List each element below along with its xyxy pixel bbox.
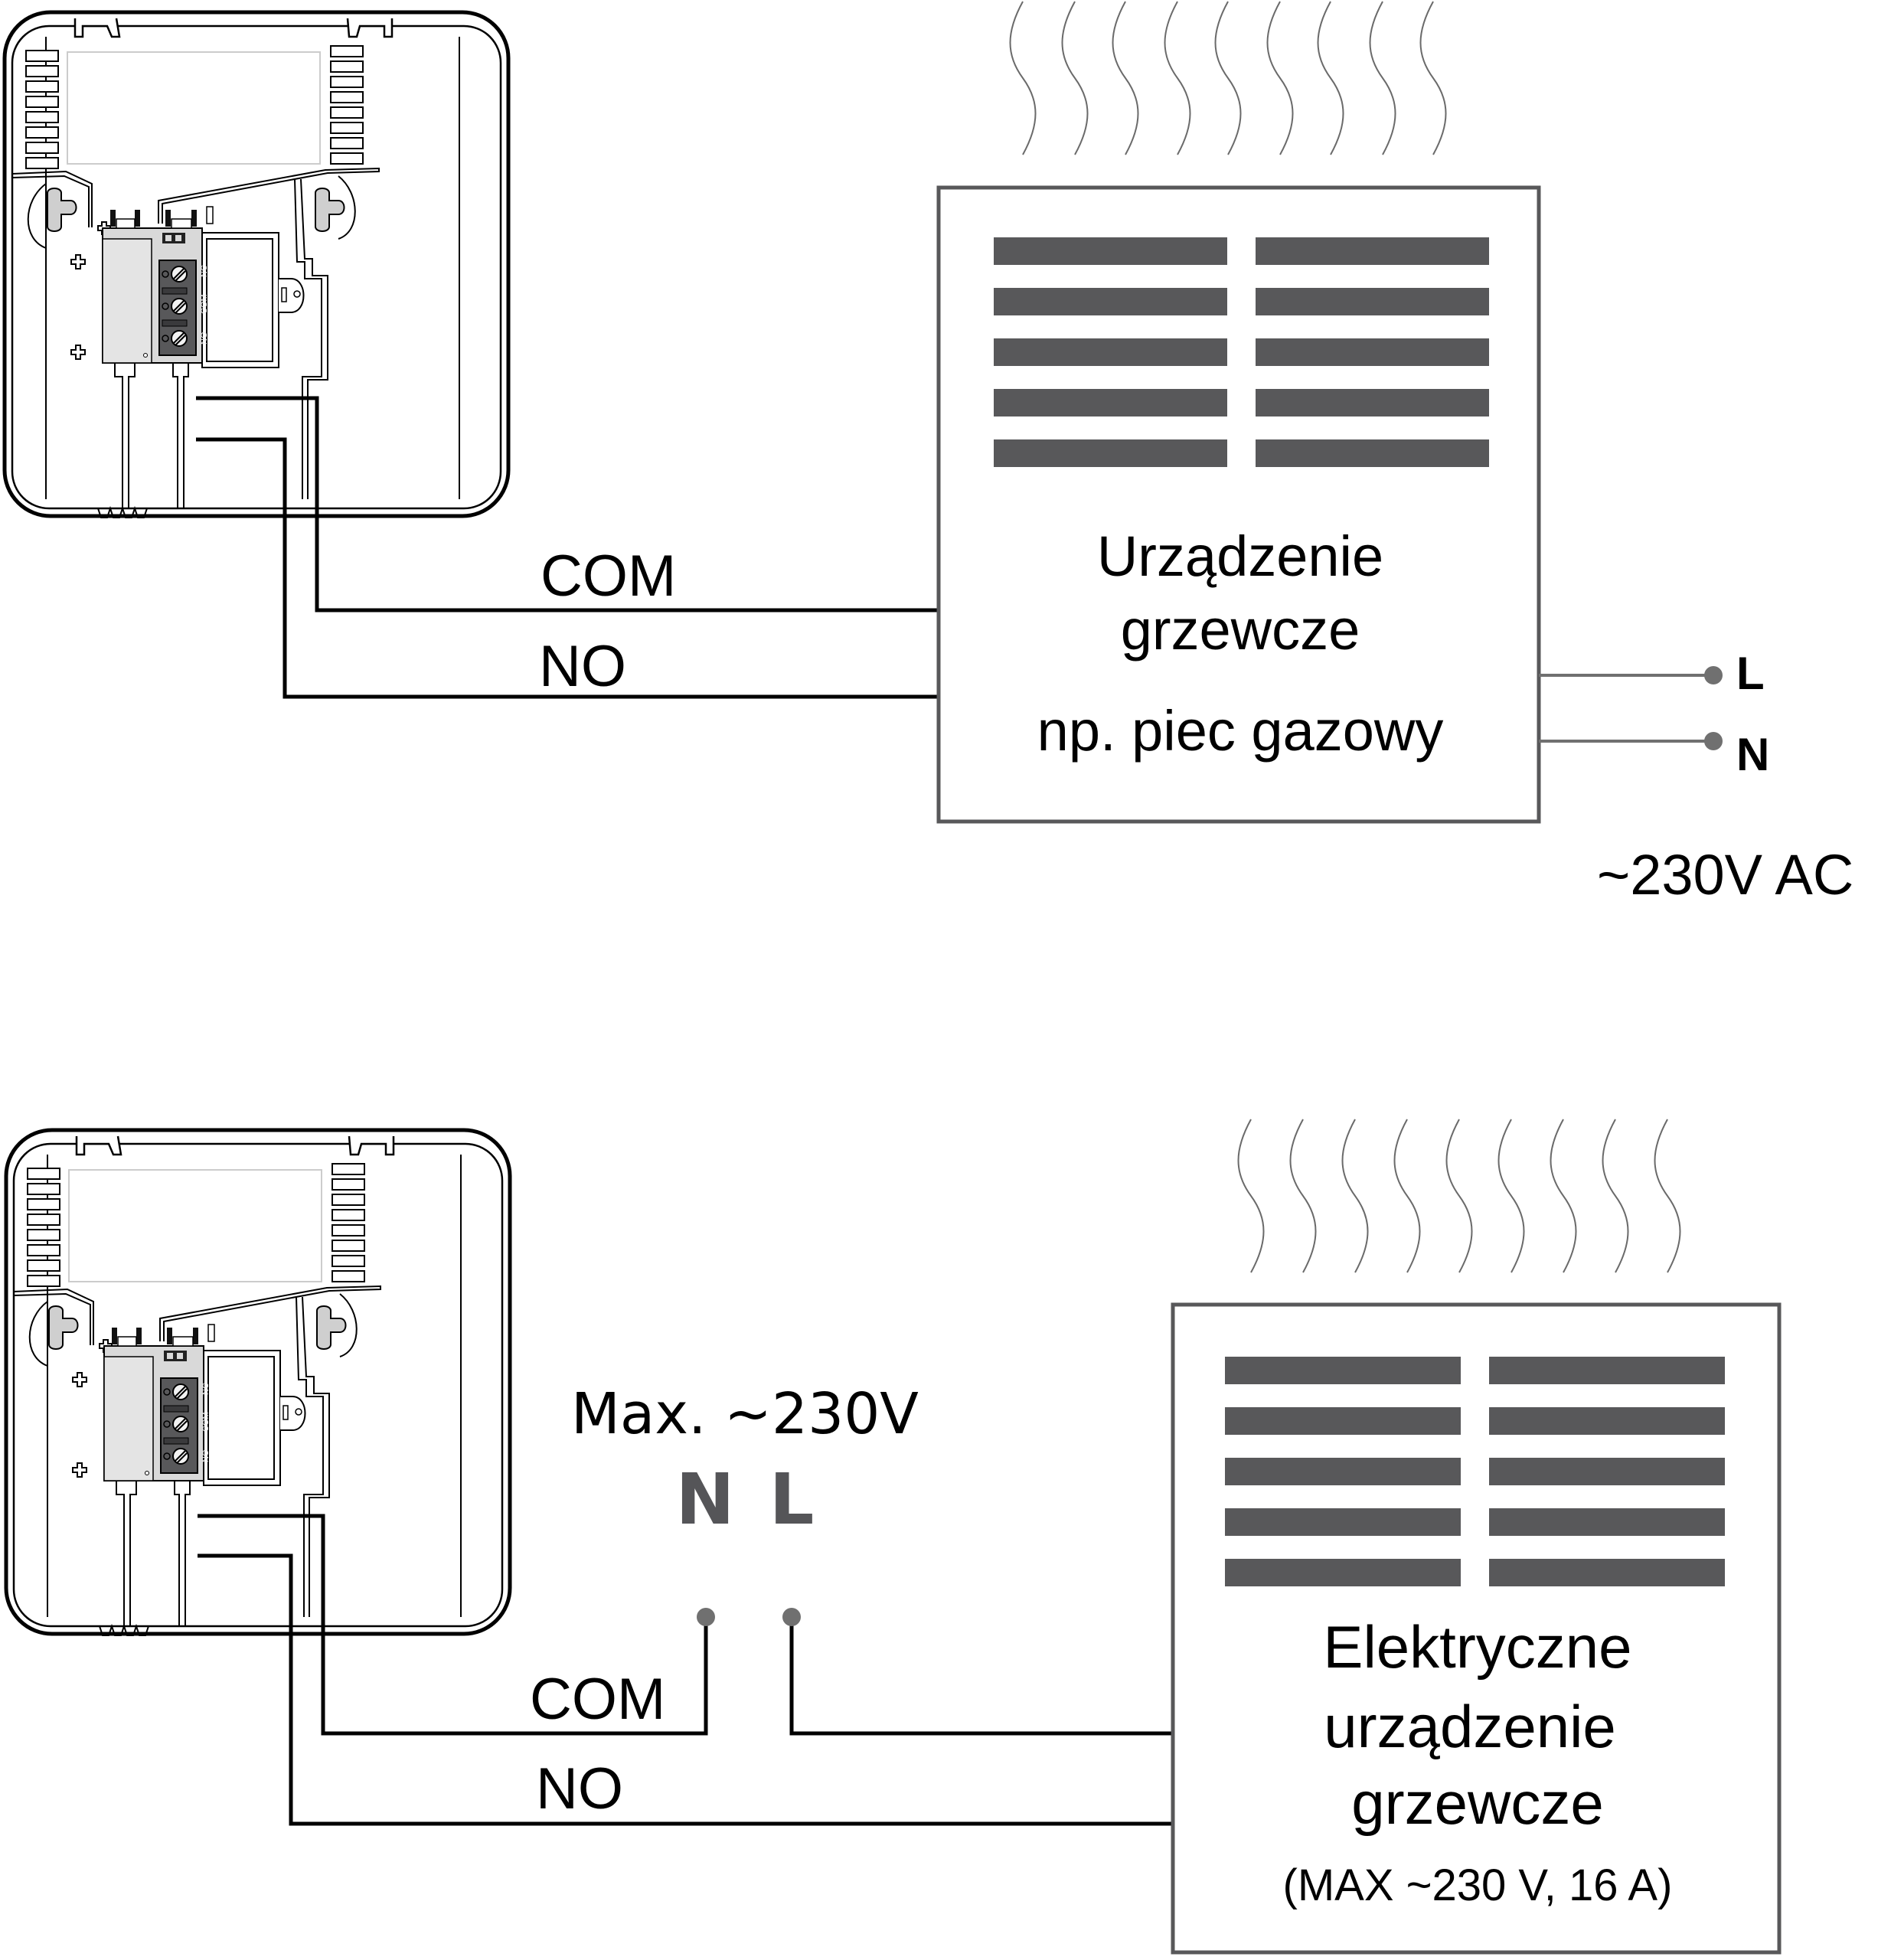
heat-wave-icon bbox=[1602, 1119, 1629, 1273]
heat-wave-icon bbox=[1164, 1, 1191, 155]
heater-grille-top bbox=[994, 237, 1489, 467]
grille-bar bbox=[994, 288, 1227, 315]
heat-wave-icon bbox=[1112, 1, 1139, 155]
grille-bar bbox=[1256, 389, 1489, 416]
grille-bar bbox=[1256, 237, 1489, 265]
grille-bar bbox=[1256, 288, 1489, 315]
heater-name-line3: grzewcze bbox=[1351, 1769, 1603, 1837]
terminal-label-nc: NC bbox=[200, 265, 209, 277]
terminal-label-com: COM bbox=[200, 294, 209, 314]
no-label-bottom: NO bbox=[536, 1756, 623, 1821]
top-diagram: NC COM NO COM NO bbox=[5, 1, 1853, 906]
grille-bar bbox=[994, 439, 1227, 467]
heat-wave-icon bbox=[1445, 1119, 1473, 1273]
heat-waves-top bbox=[1009, 1, 1447, 155]
thermostat-top bbox=[5, 12, 508, 518]
grille-bar bbox=[1256, 338, 1489, 366]
com-wire-bottom bbox=[198, 1514, 708, 1736]
thermostat-bottom bbox=[6, 1130, 510, 1635]
com-label-top: COM bbox=[541, 544, 676, 609]
heater-rating: (MAX ~230 V, 16 A) bbox=[1283, 1860, 1673, 1910]
grille-bar bbox=[1489, 1357, 1725, 1384]
heat-wave-icon bbox=[1061, 1, 1089, 155]
l-terminal-dot-bottom bbox=[782, 1608, 801, 1626]
n-label-top: N bbox=[1736, 729, 1769, 780]
l-label-top: L bbox=[1736, 648, 1765, 699]
n-terminal-dot bbox=[1704, 732, 1723, 750]
heat-wave-icon bbox=[1214, 1, 1242, 155]
grille-bar bbox=[1225, 1407, 1461, 1435]
grille-bar bbox=[994, 338, 1227, 366]
heater-name-line1: Elektryczne bbox=[1323, 1613, 1631, 1681]
no-label-top: NO bbox=[539, 634, 626, 699]
grille-bar bbox=[994, 237, 1227, 265]
bottom-diagram: NC COM NO COM NO Max. ~230V N L bbox=[6, 1119, 1782, 1955]
heat-wave-icon bbox=[1419, 1, 1447, 155]
grille-bar bbox=[994, 389, 1227, 416]
heat-wave-icon bbox=[1317, 1, 1344, 155]
grille-bar bbox=[1489, 1458, 1725, 1485]
terminal-label-com: COM bbox=[201, 1412, 211, 1432]
heat-wave-icon bbox=[1341, 1119, 1369, 1273]
heat-wave-icon bbox=[1237, 1119, 1265, 1273]
grille-bar bbox=[1225, 1357, 1461, 1384]
heater-name-line2: grzewcze bbox=[1121, 598, 1360, 662]
grille-bar bbox=[1225, 1458, 1461, 1485]
no-wire-top bbox=[196, 437, 939, 699]
heat-waves-bottom bbox=[1237, 1119, 1681, 1273]
heat-wave-icon bbox=[1266, 1, 1294, 155]
heat-wave-icon bbox=[1497, 1119, 1525, 1273]
terminal-label-nc: NC bbox=[201, 1383, 211, 1395]
heat-wave-icon bbox=[1654, 1119, 1681, 1273]
heater-example: np. piec gazowy bbox=[1037, 699, 1444, 763]
heater-name-line1: Urządzenie bbox=[1097, 524, 1383, 588]
grille-bar bbox=[1225, 1559, 1461, 1586]
com-wire-top bbox=[196, 396, 939, 612]
terminal-label-no: NO bbox=[201, 1449, 211, 1462]
grille-bar bbox=[1489, 1508, 1725, 1536]
no-wire-bottom bbox=[198, 1553, 1173, 1826]
heat-wave-icon bbox=[1369, 1, 1396, 155]
grille-bar bbox=[1225, 1508, 1461, 1536]
l-wire-bottom bbox=[789, 1615, 1173, 1736]
grille-bar bbox=[1256, 439, 1489, 467]
terminal-label-no: NO bbox=[200, 332, 209, 345]
supply-voltage-label: ~230V AC bbox=[1597, 843, 1853, 906]
l-terminal-dot bbox=[1704, 666, 1723, 684]
heater-name-line2: urządzenie bbox=[1324, 1693, 1616, 1760]
heat-wave-icon bbox=[1393, 1119, 1421, 1273]
l-label-bottom: L bbox=[769, 1459, 815, 1540]
heat-wave-icon bbox=[1289, 1119, 1317, 1273]
heat-wave-icon bbox=[1550, 1119, 1577, 1273]
max-voltage-label: Max. ~230V bbox=[571, 1381, 919, 1447]
grille-bar bbox=[1489, 1407, 1725, 1435]
grille-bar bbox=[1489, 1559, 1725, 1586]
n-label-bottom: N bbox=[676, 1459, 735, 1540]
com-label-bottom: COM bbox=[530, 1667, 665, 1732]
n-terminal-dot-bottom bbox=[697, 1608, 715, 1626]
heater-grille-bottom bbox=[1225, 1357, 1725, 1586]
heat-wave-icon bbox=[1009, 1, 1037, 155]
